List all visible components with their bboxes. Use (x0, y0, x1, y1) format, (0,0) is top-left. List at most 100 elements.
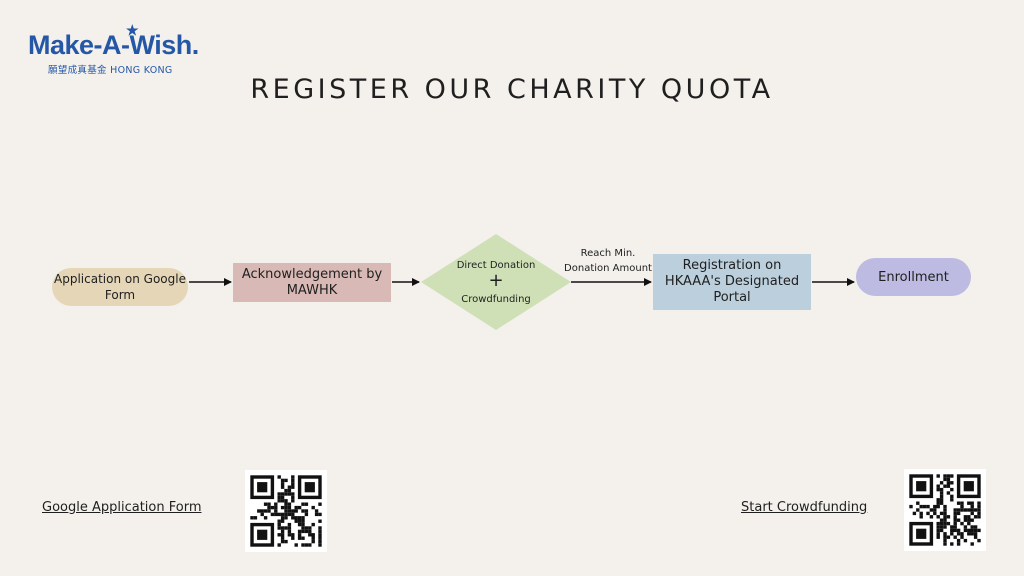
qr-module (263, 509, 268, 513)
qr-module (943, 521, 947, 526)
qr-module (960, 532, 964, 536)
qr-module (939, 487, 944, 492)
qr-module (280, 516, 285, 520)
qr-module (301, 522, 305, 527)
qr-module (936, 487, 940, 492)
qr-module (263, 516, 268, 520)
qr-module (297, 529, 302, 534)
qr-module (280, 482, 285, 486)
donation-diamond-shape (421, 234, 571, 330)
qr-module (970, 501, 974, 505)
start-crowdfunding-link[interactable]: Start Crowdfunding (741, 500, 868, 515)
qr-module (933, 508, 937, 512)
qr-module (963, 508, 968, 512)
qr-module (977, 528, 981, 533)
qr-module (291, 475, 295, 479)
qr-module (936, 504, 940, 509)
qr-module (304, 529, 309, 534)
qr-module (291, 512, 295, 517)
application-label: Application on Google Form (54, 272, 186, 302)
qr-module (260, 512, 264, 517)
qr-module (294, 509, 298, 513)
qr-module (926, 504, 930, 509)
qr-module (280, 485, 285, 489)
qr-module (909, 504, 913, 509)
qr-code-google-form[interactable] (245, 470, 327, 552)
qr-module (939, 528, 944, 533)
qr-module (280, 499, 285, 503)
qr-module (297, 533, 302, 537)
qr-module (318, 533, 322, 537)
min-donation-edge-label: Reach Min. Donation Amount (564, 248, 652, 274)
qr-module (287, 512, 292, 517)
qr-module (280, 526, 285, 530)
logo-text: Make-A-Wish. (28, 30, 199, 60)
qr-module (287, 492, 292, 496)
enrollment-label: Enrollment (878, 269, 949, 285)
qr-module (297, 519, 302, 523)
qr-module (936, 498, 940, 502)
plus-sign: + (488, 270, 504, 291)
qr-module (277, 522, 281, 527)
qr-module (936, 525, 940, 529)
qr-module (953, 525, 957, 529)
qr-module (287, 505, 292, 510)
qr-module (953, 508, 957, 512)
qr-module (977, 515, 981, 519)
google-application-form-link[interactable]: Google Application Form (42, 500, 202, 515)
qr-module (301, 516, 305, 520)
qr-module (970, 525, 974, 529)
qr-module (943, 518, 947, 522)
qr-module (250, 516, 254, 520)
qr-module (922, 504, 927, 509)
qr-module (970, 528, 974, 533)
qr-module (287, 526, 292, 530)
qr-module (260, 509, 264, 513)
qr-module (977, 504, 981, 509)
qr-module (950, 481, 954, 485)
qr-module (956, 508, 961, 512)
qr-module (970, 508, 974, 512)
qr-module (950, 494, 954, 499)
qr-module (973, 528, 978, 533)
qr-module (939, 501, 944, 505)
qr-module (291, 495, 295, 500)
qr-module (956, 501, 961, 505)
qr-module (950, 474, 954, 478)
qr-module (939, 521, 944, 526)
qr-module (318, 539, 322, 544)
qr-module (946, 474, 951, 478)
qr-module (960, 535, 964, 539)
qr-module (280, 539, 285, 544)
qr-module (953, 511, 957, 516)
qr-module (291, 492, 295, 496)
qr-module (270, 512, 275, 517)
qr-module (291, 536, 295, 540)
qr-module (967, 501, 971, 505)
qr-module (973, 535, 978, 539)
qr-module (304, 512, 309, 517)
qr-module (308, 533, 312, 537)
qr-module (308, 543, 312, 547)
qr-module (939, 494, 944, 499)
qr-module (291, 482, 295, 486)
qr-code-crowdfunding[interactable] (904, 469, 986, 551)
application-node: Application on Google Form (52, 268, 188, 306)
qr-module (956, 542, 961, 546)
qr-module (967, 518, 971, 522)
qr-module (970, 542, 974, 546)
qr-module (943, 525, 947, 529)
qr-module (257, 482, 268, 493)
qr-module (287, 502, 292, 506)
qr-module (946, 515, 951, 519)
registration-label: Registration on HKAAA's Designated Porta… (664, 258, 800, 305)
qr-module (284, 502, 288, 506)
qr-module (301, 509, 305, 513)
qr-module (294, 519, 298, 523)
qr-module (291, 499, 295, 503)
qr-module (967, 532, 971, 536)
qr-module (318, 526, 322, 530)
qr-module (308, 526, 312, 530)
qr-module (956, 511, 961, 516)
qr-module (311, 505, 315, 510)
